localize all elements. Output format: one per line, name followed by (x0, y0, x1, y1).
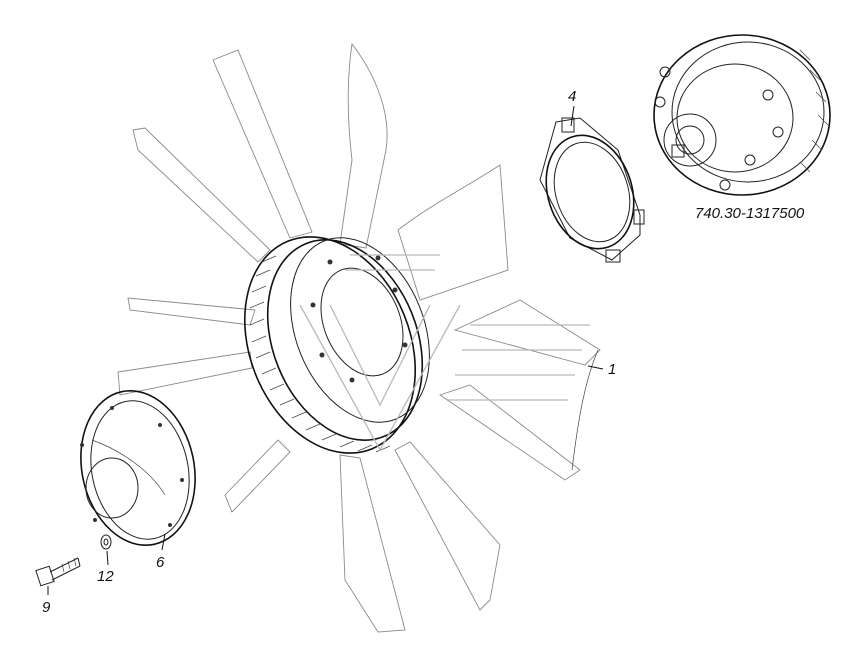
callout-9: 9 (42, 599, 51, 616)
shroud-ring (539, 117, 645, 263)
fan-blades (117, 42, 601, 633)
fan-impeller (243, 236, 430, 454)
callout-1: 1 (608, 361, 617, 378)
callout-12: 12 (97, 568, 114, 585)
part-number-label: 740.30-1317500 (695, 205, 805, 222)
callout-4: 4 (568, 88, 577, 105)
watermark-logo (299, 254, 590, 452)
hub-cover (80, 390, 196, 546)
bolt (35, 557, 81, 587)
viscous-fan-clutch (653, 34, 831, 196)
blade-edge (571, 349, 599, 471)
callout-6: 6 (156, 554, 165, 571)
washer (100, 534, 112, 550)
leader-lines (47, 105, 604, 595)
